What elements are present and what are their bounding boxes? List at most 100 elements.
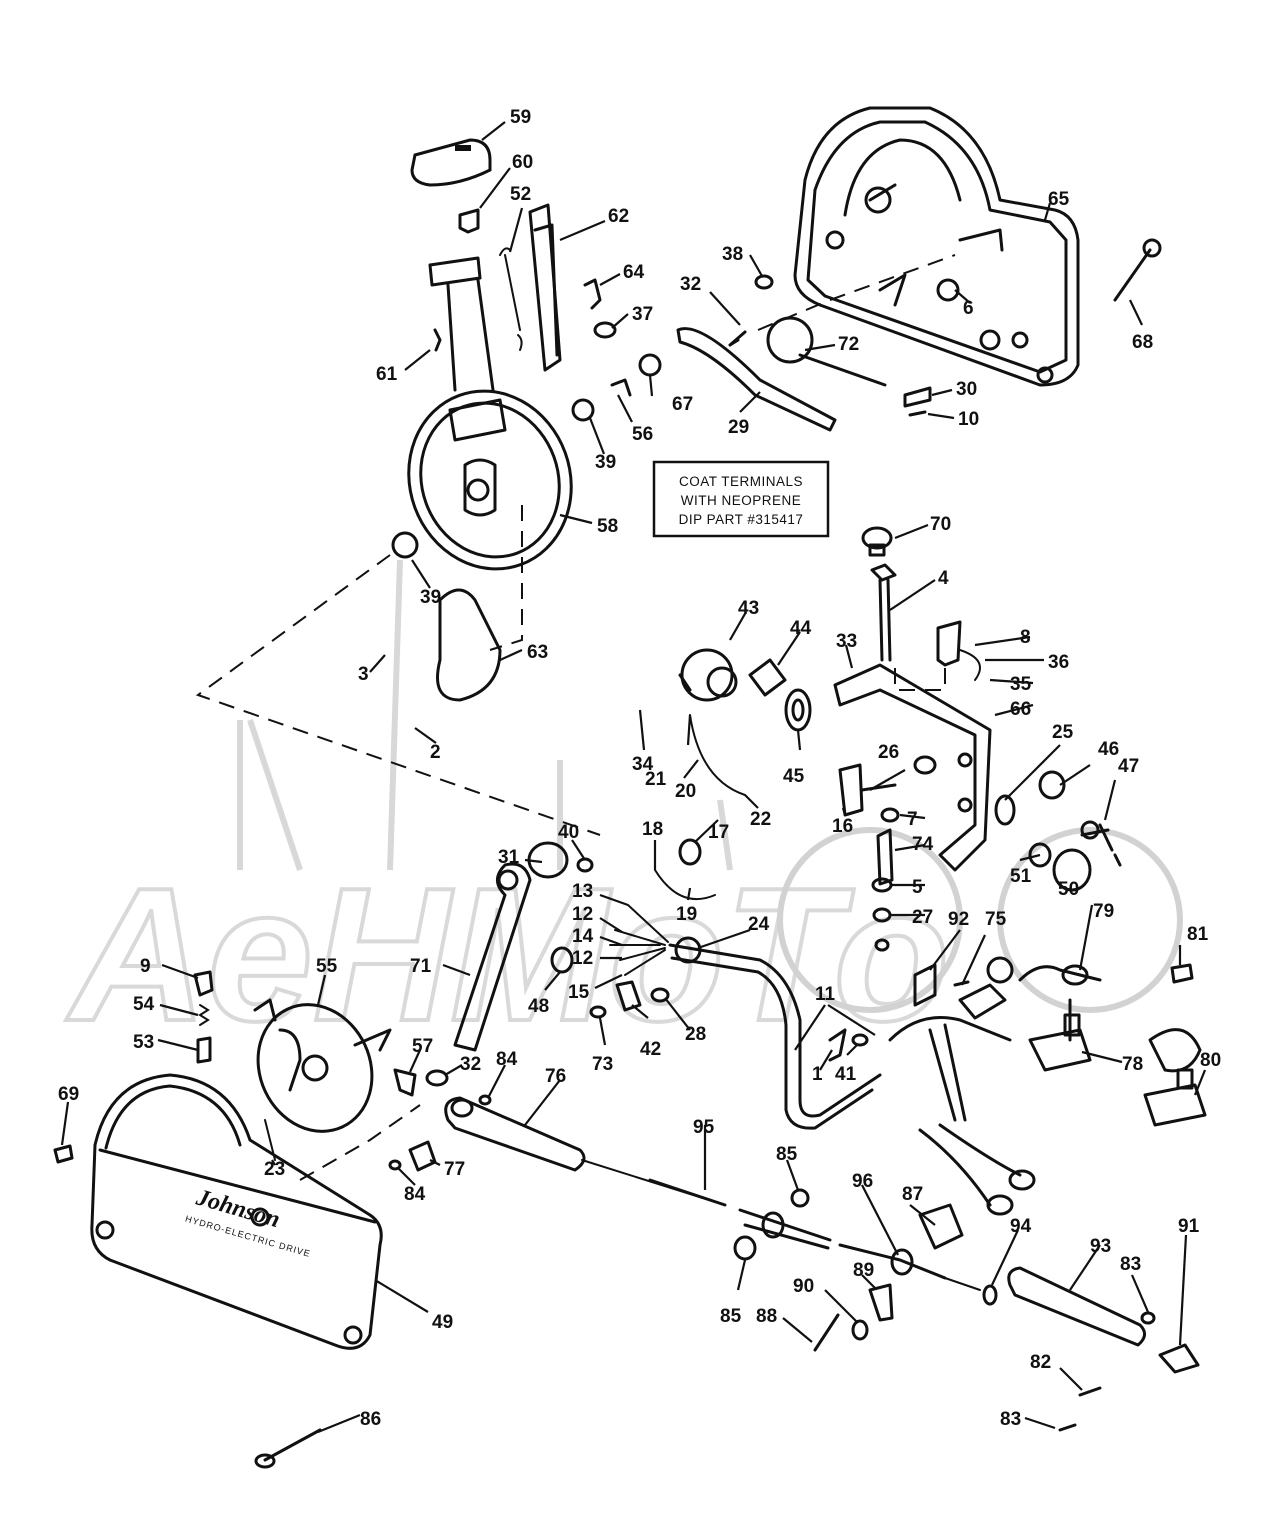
callout-58: 58 <box>597 516 618 537</box>
callout-35: 35 <box>1010 674 1032 695</box>
callout-41: 41 <box>835 1064 857 1085</box>
watermark-text: AeHMoTo <box>66 849 950 1061</box>
watermark: AeHMoTo <box>64 559 1183 1063</box>
callout-17: 17 <box>708 822 729 843</box>
callout-56: 56 <box>632 424 653 445</box>
callout-92: 92 <box>948 909 969 930</box>
callout-80: 80 <box>1200 1050 1221 1071</box>
note-line-2: WITH NEOPRENE <box>681 493 802 508</box>
callout-71: 71 <box>410 956 432 977</box>
callout-47: 47 <box>1118 756 1139 777</box>
callout-75: 75 <box>985 909 1007 930</box>
callout-22: 22 <box>750 809 771 830</box>
callout-70: 70 <box>930 514 951 535</box>
callout-8: 8 <box>1020 627 1031 648</box>
callout-53: 53 <box>133 1032 154 1053</box>
callout-38: 38 <box>722 244 743 265</box>
callout-26: 26 <box>878 742 899 763</box>
note-line-1: COAT TERMINALS <box>679 474 803 489</box>
callout-37: 37 <box>632 304 653 325</box>
callout-2: 2 <box>430 742 441 763</box>
callout-88: 88 <box>756 1306 777 1327</box>
callout-60: 60 <box>512 152 533 173</box>
callout-42: 42 <box>640 1039 661 1060</box>
callout-labels: 59 60 52 62 64 37 61 67 56 39 58 39 63 3… <box>58 107 1221 1430</box>
callout-31: 31 <box>498 847 520 868</box>
callout-43: 43 <box>738 598 759 619</box>
callout-86: 86 <box>360 1409 381 1430</box>
callout-78: 78 <box>1122 1054 1143 1075</box>
callout-45: 45 <box>783 766 805 787</box>
callout-79: 79 <box>1093 901 1114 922</box>
handle-assembly-parts <box>391 138 662 702</box>
callout-73: 73 <box>592 1054 613 1075</box>
callout-12-upper: 12 <box>572 904 593 925</box>
callout-83-upper: 83 <box>1120 1254 1141 1275</box>
lower-left-parts <box>53 970 492 1172</box>
callout-19: 19 <box>676 904 697 925</box>
callout-1: 1 <box>812 1064 823 1085</box>
callout-32-lower: 32 <box>460 1054 481 1075</box>
callout-39-lower: 39 <box>420 587 441 608</box>
lever-parts <box>676 274 932 432</box>
callout-82: 82 <box>1030 1352 1051 1373</box>
callout-66: 66 <box>1010 699 1031 720</box>
callout-63: 63 <box>527 642 548 663</box>
callout-6: 6 <box>963 298 974 319</box>
callout-51: 51 <box>1010 866 1032 887</box>
callout-91: 91 <box>1178 1216 1200 1237</box>
wiring-harness-parts <box>609 714 1102 1216</box>
callout-96: 96 <box>852 1171 873 1192</box>
callout-85-lower: 85 <box>720 1306 742 1327</box>
callout-11: 11 <box>815 984 836 1005</box>
callout-29: 29 <box>728 417 749 438</box>
callout-72: 72 <box>838 334 859 355</box>
callout-90: 90 <box>793 1276 814 1297</box>
callout-68: 68 <box>1132 332 1153 353</box>
cable-rod-parts <box>254 1096 1200 1469</box>
callout-49: 49 <box>432 1312 453 1333</box>
callout-30: 30 <box>956 379 977 400</box>
callout-59: 59 <box>510 107 531 128</box>
callout-16: 16 <box>832 816 853 837</box>
callout-84-lower: 84 <box>404 1184 426 1205</box>
screw-part-68 <box>1113 238 1162 302</box>
callout-62: 62 <box>608 206 629 227</box>
callout-69: 69 <box>58 1084 79 1105</box>
callout-64: 64 <box>623 262 645 283</box>
note-line-3: DIP PART #315417 <box>679 512 804 527</box>
callout-32-upper: 32 <box>680 274 701 295</box>
callout-95: 95 <box>693 1117 715 1138</box>
callout-3: 3 <box>358 664 369 685</box>
callout-24: 24 <box>748 914 770 935</box>
callout-23: 23 <box>264 1159 285 1180</box>
callout-40: 40 <box>558 822 579 843</box>
callout-61: 61 <box>376 364 398 385</box>
callout-48: 48 <box>528 996 549 1017</box>
callout-65: 65 <box>1048 189 1070 210</box>
callout-77: 77 <box>444 1159 465 1180</box>
callout-15: 15 <box>568 982 590 1003</box>
callout-57: 57 <box>412 1036 433 1057</box>
callout-54: 54 <box>133 994 155 1015</box>
callout-25: 25 <box>1052 722 1074 743</box>
callout-12-lower: 12 <box>572 948 593 969</box>
note-box: COAT TERMINALS WITH NEOPRENE DIP PART #3… <box>652 460 830 538</box>
callout-46: 46 <box>1098 739 1119 760</box>
callout-14: 14 <box>572 926 594 947</box>
callout-21: 21 <box>645 769 667 790</box>
switch-bracket-parts <box>678 526 1122 952</box>
callout-84-upper: 84 <box>496 1049 518 1070</box>
control-housing-part-65 <box>793 106 1080 387</box>
battery-clamp-parts <box>1028 963 1207 1127</box>
callout-39-upper: 39 <box>595 452 616 473</box>
callout-28: 28 <box>685 1024 706 1045</box>
callout-94: 94 <box>1010 1216 1032 1237</box>
callout-7: 7 <box>907 809 918 830</box>
callout-34: 34 <box>632 754 654 775</box>
callout-27: 27 <box>912 907 933 928</box>
callout-55: 55 <box>316 956 338 977</box>
callout-36: 36 <box>1048 652 1069 673</box>
callout-9: 9 <box>140 956 151 977</box>
